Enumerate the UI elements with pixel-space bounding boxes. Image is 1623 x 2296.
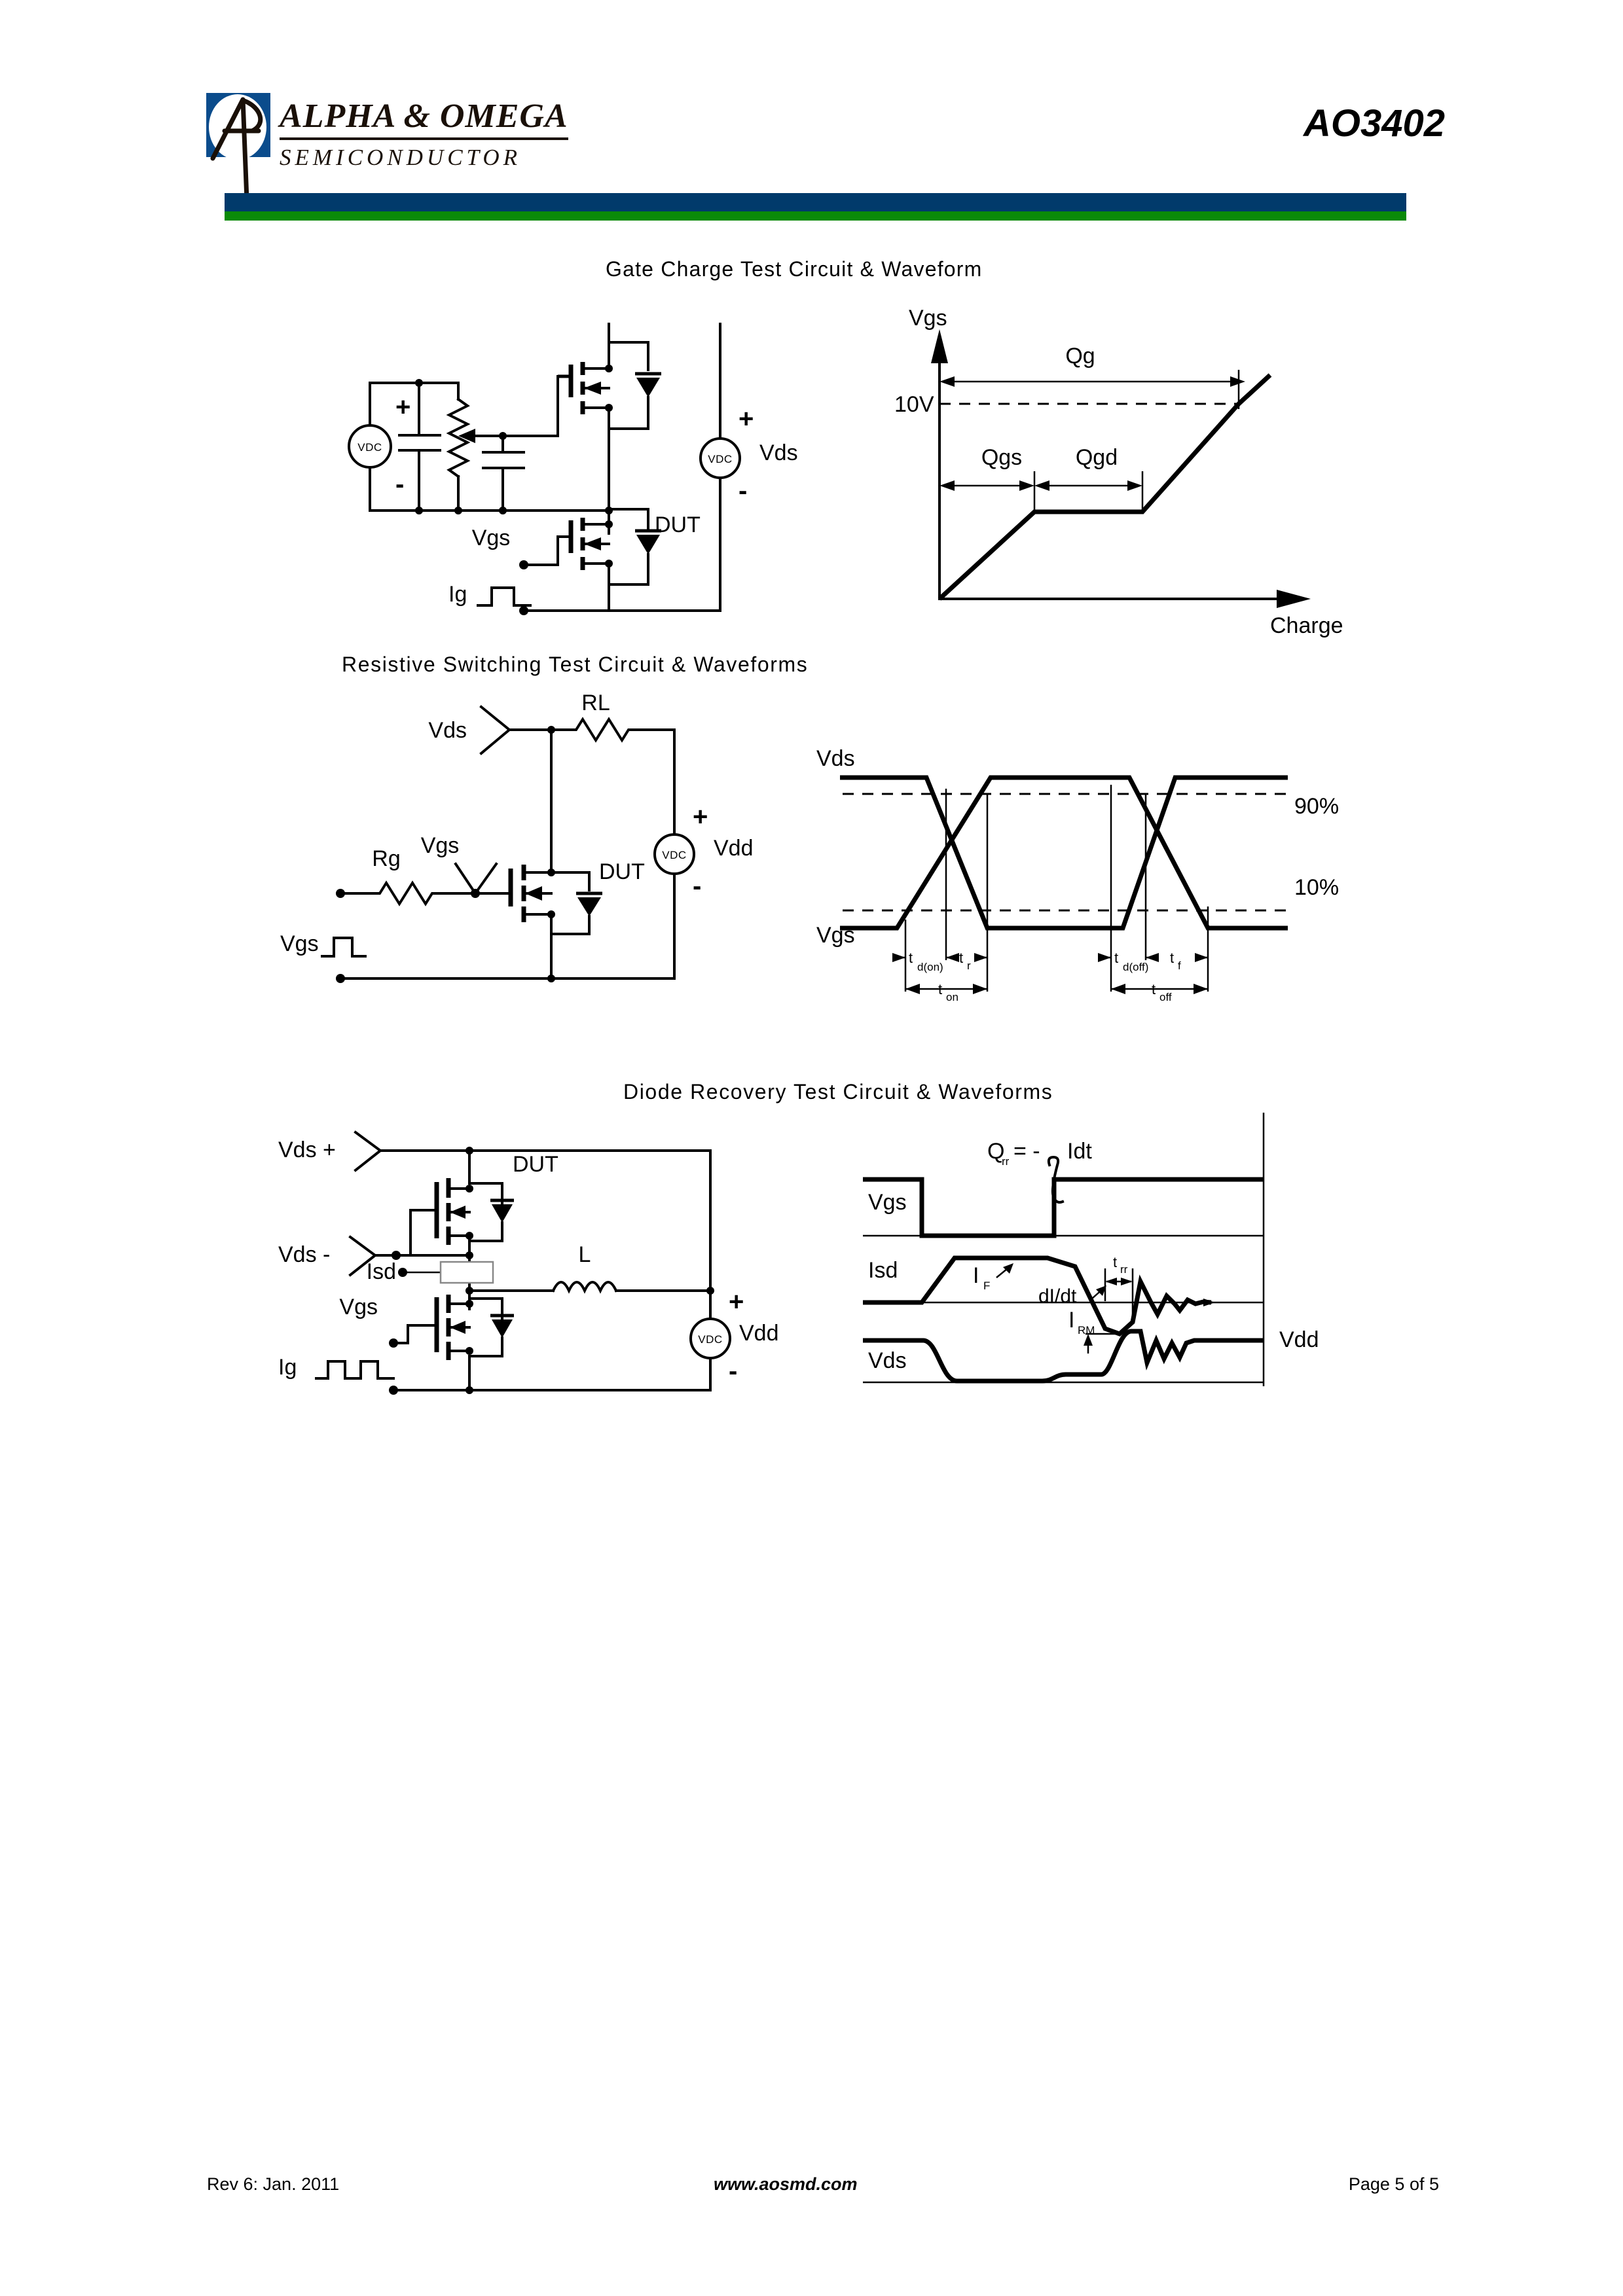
inductor-label: L [579, 1242, 591, 1267]
resistive-switching-waveform: Vds Vgs 90% 10% t d [802, 717, 1372, 1005]
ton-sub: on [946, 991, 958, 1003]
waveform-vds-label-diode: Vds [868, 1348, 907, 1373]
dut-label-diode: DUT [513, 1152, 558, 1177]
logo-text: ALPHA & OMEGA SEMICONDUCTOR [280, 99, 568, 169]
tf-label: t [1170, 950, 1174, 966]
if-label: I [973, 1263, 979, 1288]
waveform-x-axis-label: Charge [1270, 613, 1343, 638]
qrr-sub-label: rr [1002, 1155, 1010, 1168]
page-header: ALPHA & OMEGA SEMICONDUCTOR AO3402 [0, 0, 1623, 221]
td-on-sub: d(on) [917, 961, 943, 973]
page-footer: Rev 6: Jan. 2011 www.aosmd.com Page 5 of… [0, 2174, 1623, 2220]
diode-recovery-waveform: Q rr = - Idt Vgs Isd I F dI/dt [845, 1106, 1388, 1401]
source-label-vdc-right: VDC [708, 453, 732, 465]
minus-sign-left: - [395, 470, 404, 499]
header-divider [225, 193, 1406, 221]
section-title-diode-recovery: Diode Recovery Test Circuit & Waveforms [623, 1080, 1053, 1103]
irm-label: I [1068, 1308, 1074, 1333]
isd-label: Isd [367, 1259, 396, 1284]
company-logo: ALPHA & OMEGA SEMICONDUCTOR [206, 93, 568, 203]
didt-label: dI/dt [1038, 1285, 1077, 1307]
logo-company-name: ALPHA & OMEGA [280, 99, 568, 140]
vgs-label-diode: Vgs [339, 1295, 378, 1319]
dut-label-res: DUT [599, 859, 645, 884]
waveform-vgs-label-diode: Vgs [868, 1190, 907, 1215]
tr-label: t [959, 950, 963, 966]
plus-sign-left: + [395, 393, 410, 422]
waveform-y-axis-label: Vgs [909, 306, 947, 331]
minus-sign-diode: - [729, 1357, 737, 1386]
divider-green-bar [225, 211, 1406, 221]
vds-plus-label: Vds + [278, 1138, 336, 1162]
vdd-label-res: Vdd [714, 836, 754, 861]
rg-label: Rg [372, 846, 400, 871]
ton-label: t [938, 981, 942, 997]
level-90-label: 90% [1294, 794, 1339, 819]
source-label-vdc-diode: VDC [698, 1333, 722, 1346]
rl-label: RL [581, 691, 610, 715]
qg-label: Qg [1065, 344, 1095, 368]
part-number: AO3402 [1303, 102, 1445, 145]
gate-charge-waveform: Vgs Charge 10V Qg Qgs Qgd [871, 298, 1388, 638]
section-title-gate-charge: Gate Charge Test Circuit & Waveform [606, 257, 983, 281]
source-label-vdc-res: VDC [662, 849, 686, 861]
toff-label: t [1152, 981, 1156, 997]
vds-label-res: Vds [428, 718, 467, 743]
footer-revision: Rev 6: Jan. 2011 [207, 2174, 340, 2194]
plus-sign-res: + [693, 802, 708, 831]
td-off-sub: d(off) [1123, 961, 1148, 973]
diode-recovery-circuit: Vds + DUT V [265, 1113, 779, 1395]
tf-sub: f [1178, 960, 1181, 972]
source-label-vdc-left: VDC [357, 441, 382, 454]
plus-sign-right: + [739, 404, 754, 433]
vds-minus-label: Vds - [278, 1242, 330, 1267]
level-10v-label: 10V [894, 392, 934, 417]
logo-company-sub: SEMICONDUCTOR [280, 145, 522, 170]
logo-mark-icon [206, 93, 270, 203]
plus-sign-diode: + [729, 1287, 744, 1316]
footer-website[interactable]: www.aosmd.com [714, 2174, 858, 2194]
divider-navy-bar [225, 193, 1406, 211]
trr-sub: rr [1120, 1263, 1128, 1276]
ig-label-diode: Ig [278, 1355, 297, 1380]
vgs-label-gate-charge: Vgs [472, 526, 511, 550]
toff-sub: off [1159, 991, 1172, 1003]
if-sub: F [983, 1280, 990, 1292]
footer-page-number: Page 5 of 5 [1348, 2174, 1439, 2194]
section-title-resistive-switching: Resistive Switching Test Circuit & Wavef… [342, 653, 809, 676]
level-10-label: 10% [1294, 875, 1339, 900]
dut-label-gate-charge: DUT [655, 512, 701, 537]
vdd-label-diode: Vdd [739, 1321, 779, 1346]
waveform-vds-label-res: Vds [816, 746, 855, 771]
trr-label: t [1113, 1254, 1117, 1270]
tr-sub: r [967, 960, 971, 972]
vgs-probe-label-res: Vgs [421, 833, 460, 858]
gate-charge-circuit: VDC + - [327, 323, 798, 615]
qrr-idt-label: Idt [1067, 1139, 1092, 1164]
irm-sub: RM [1078, 1324, 1095, 1336]
td-on-label: t [909, 950, 913, 966]
vgs-source-label-res: Vgs [280, 931, 319, 956]
vdd-label-waveform: Vdd [1279, 1327, 1319, 1352]
waveform-isd-label: Isd [868, 1258, 898, 1283]
minus-sign-res: - [693, 872, 701, 901]
qrr-equals-label: = - [1013, 1139, 1040, 1164]
minus-sign-right: - [739, 476, 747, 505]
qrr-q-label: Q [987, 1139, 1004, 1164]
vds-label-gate-charge: Vds [759, 440, 798, 465]
qgs-label: Qgs [981, 445, 1022, 470]
ig-label-gate-charge: Ig [448, 582, 467, 607]
td-off-label: t [1114, 950, 1118, 966]
resistive-switching-circuit: RL Vds DUT [268, 691, 754, 985]
qgd-label: Qgd [1076, 445, 1118, 470]
